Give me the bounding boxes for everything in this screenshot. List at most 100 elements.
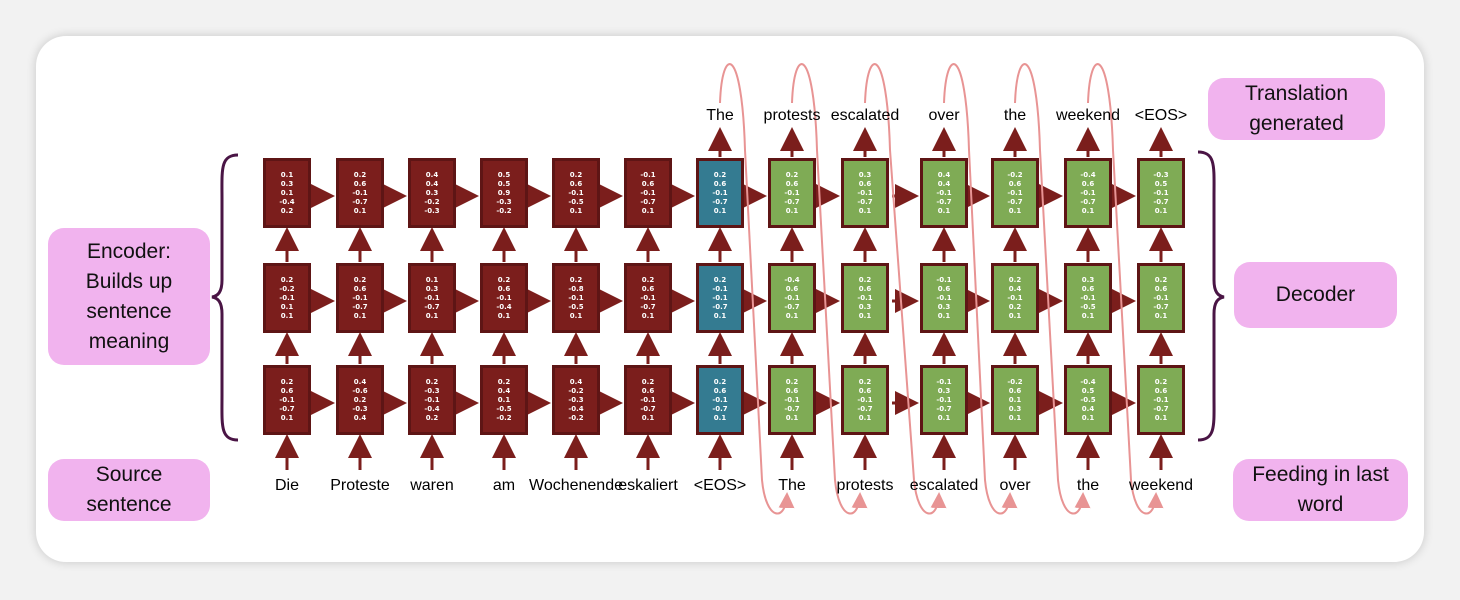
source-word: protests — [836, 477, 894, 494]
source-word: <EOS> — [693, 477, 747, 494]
cell-value: 0.1 — [785, 206, 799, 215]
cell-value: -0.1 — [857, 395, 873, 404]
cell-value: -0.1 — [1153, 395, 1169, 404]
cell-value: -0.3 — [352, 404, 368, 413]
output-word: escalated — [830, 107, 900, 124]
encoder-label: Encoder: Builds up sentence meaning — [48, 228, 210, 365]
source-word: Die — [274, 477, 300, 494]
cell-value: 0.4 — [937, 170, 951, 179]
source-word: am — [492, 477, 516, 494]
cell-value: 0.6 — [1008, 179, 1022, 188]
cell-value: 0.4 — [353, 413, 367, 422]
cell-value: 0.6 — [785, 386, 799, 395]
cell-value: -0.5 — [1080, 302, 1096, 311]
cell-value: -0.7 — [640, 404, 656, 413]
cell-value: 0.5 — [497, 170, 511, 179]
cell-value: 0.4 — [425, 170, 439, 179]
cell-value: -0.5 — [568, 302, 584, 311]
cell-value: 0.1 — [497, 311, 511, 320]
cell-value: -0.1 — [568, 293, 584, 302]
cell-value: 0.1 — [713, 206, 727, 215]
cell-value: -0.1 — [712, 188, 728, 197]
cell-value: -0.7 — [352, 302, 368, 311]
cell-value: 0.2 — [713, 377, 727, 386]
cell-value: 0.1 — [858, 413, 872, 422]
cell-value: 0.1 — [1154, 206, 1168, 215]
cell-value: -0.4 — [784, 275, 800, 284]
cell-value: -0.7 — [352, 197, 368, 206]
cell-value: -0.1 — [936, 395, 952, 404]
cell-value: 0.2 — [858, 377, 872, 386]
cell-value: -0.1 — [712, 284, 728, 293]
cell-value: 0.1 — [353, 206, 367, 215]
cell-value: 0.1 — [280, 188, 294, 197]
cell-value: 0.6 — [569, 179, 583, 188]
cell-value: -0.1 — [1080, 188, 1096, 197]
cell-value: 0.6 — [641, 179, 655, 188]
feedback-curve — [1087, 63, 1164, 515]
cell-value: 0.2 — [353, 170, 367, 179]
cell-value: -0.1 — [1153, 293, 1169, 302]
cell-value: -0.1 — [352, 188, 368, 197]
cell-value: 0.1 — [713, 413, 727, 422]
cell-value: 0.1 — [280, 311, 294, 320]
cell-value: -0.7 — [279, 404, 295, 413]
cell-value: 0.2 — [280, 206, 294, 215]
cell-value: 0.1 — [280, 413, 294, 422]
cell-value: 0.3 — [425, 284, 439, 293]
cell-value: 0.4 — [1008, 284, 1022, 293]
cell-value: 0.6 — [280, 386, 294, 395]
cell-value: 0.3 — [1008, 404, 1022, 413]
cell-value: 0.2 — [280, 275, 294, 284]
cell-value: -0.4 — [424, 404, 440, 413]
cell-value: 0.1 — [569, 206, 583, 215]
cell-value: -0.1 — [936, 275, 952, 284]
cell-value: 0.2 — [713, 170, 727, 179]
cell-value: 0.5 — [497, 179, 511, 188]
cell-value: -0.3 — [424, 386, 440, 395]
feeding-last-word-label: Feeding in last word — [1233, 459, 1408, 521]
cell-value: -0.2 — [424, 197, 440, 206]
cell-value: 0.1 — [858, 206, 872, 215]
source-word: waren — [410, 477, 454, 494]
cell-value: 0.2 — [785, 377, 799, 386]
cell-value: -0.4 — [279, 197, 295, 206]
cell-value: 0.6 — [1081, 179, 1095, 188]
cell-value: 0.6 — [713, 386, 727, 395]
cell-value: 0.1 — [1154, 311, 1168, 320]
decoder-brace — [1197, 150, 1225, 442]
cell-value: 0.6 — [1154, 284, 1168, 293]
cell-value: -0.1 — [784, 188, 800, 197]
cell-value: -0.7 — [1007, 197, 1023, 206]
source-word: Wochenende — [529, 477, 623, 494]
cell-value: 0.6 — [641, 284, 655, 293]
cell-value: 0.2 — [353, 395, 367, 404]
cell-value: -0.1 — [936, 293, 952, 302]
cell-value: -0.2 — [496, 206, 512, 215]
cell-value: 0.1 — [1008, 311, 1022, 320]
source-sentence-label: Source sentence — [48, 459, 210, 521]
feedback-curve — [864, 63, 947, 515]
cell-value: 0.2 — [641, 377, 655, 386]
cell-value: -0.1 — [784, 293, 800, 302]
cell-value: -0.1 — [640, 170, 656, 179]
cell-value: 0.4 — [353, 377, 367, 386]
cell-value: 0.2 — [280, 377, 294, 386]
cell-value: 0.4 — [425, 179, 439, 188]
cell-value: 0.3 — [280, 179, 294, 188]
cell-value: -0.1 — [936, 188, 952, 197]
cell-value: -0.2 — [1007, 377, 1023, 386]
cell-value: -0.7 — [857, 197, 873, 206]
cell-value: -0.7 — [424, 302, 440, 311]
